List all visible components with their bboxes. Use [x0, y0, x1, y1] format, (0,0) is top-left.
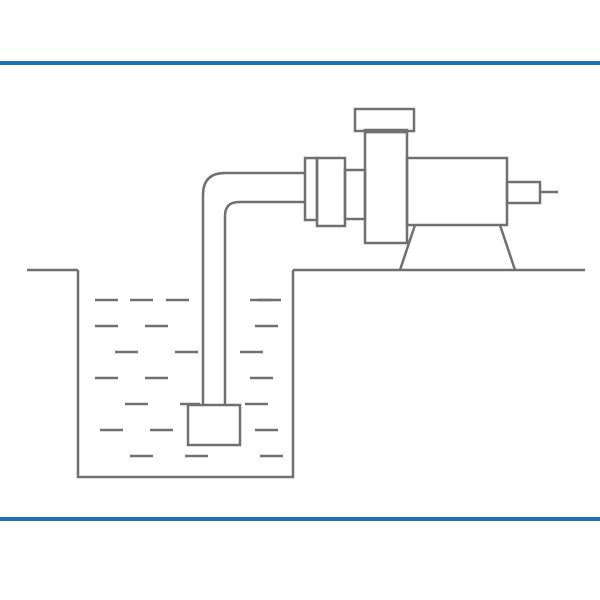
- water-tank-icon: [76, 270, 295, 479]
- pump-casing: [363, 130, 409, 245]
- pump-base: [398, 224, 517, 271]
- suction-pipe-icon: [186, 171, 305, 447]
- water-dashes: [95, 298, 283, 458]
- motor-shaft: [505, 180, 542, 205]
- top-frame-line: [0, 61, 600, 65]
- inlet-neck: [343, 168, 367, 221]
- inlet-flange: [315, 156, 347, 228]
- foot-valve: [186, 403, 242, 447]
- motor-body: [405, 156, 509, 227]
- centrifugal-pump-icon: [303, 107, 558, 271]
- bottom-frame-line: [0, 517, 600, 521]
- discharge-flange: [353, 107, 416, 133]
- inlet-flange-left: [303, 156, 319, 222]
